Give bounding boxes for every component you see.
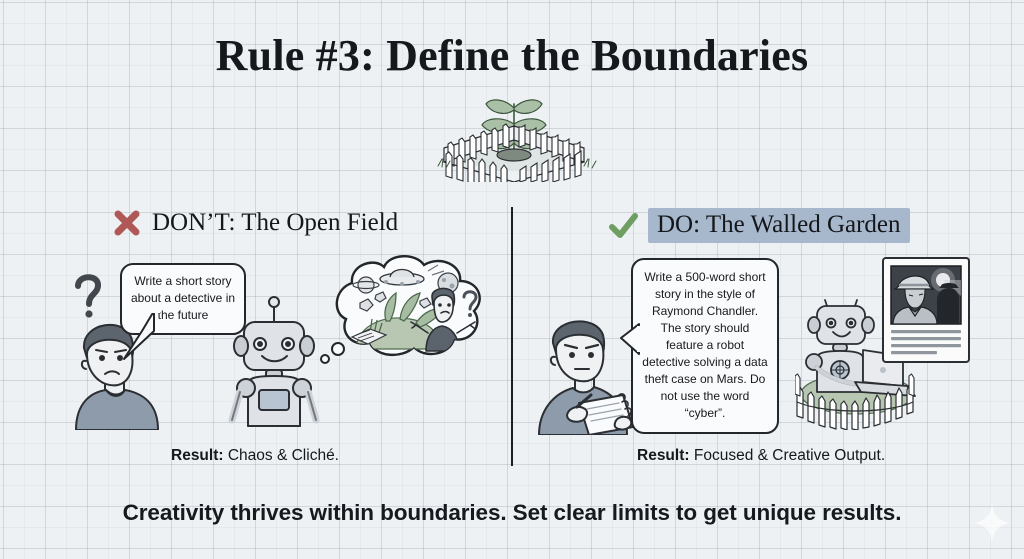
left-result: Result: Chaos & Cliché.: [171, 447, 339, 465]
sparkle-watermark-icon: [972, 502, 1012, 544]
right-bubble-tail: [620, 323, 641, 355]
chaos-thought-cloud-illustration: [316, 249, 496, 371]
dont-section-header: DON’T: The Open Field: [112, 208, 398, 238]
robot-with-laptop-illustration: [794, 298, 917, 431]
fenced-garden-illustration: [424, 82, 604, 185]
robot-illustration: [214, 292, 338, 430]
question-mark-icon: [75, 274, 101, 318]
confused-person-illustration: [60, 262, 178, 431]
left-prompt-bubble: Write a short story about a detective in…: [120, 263, 246, 360]
section-divider: [511, 207, 513, 466]
do-heading-text: DO: The Walled Garden: [648, 208, 910, 243]
right-prompt-bubble: Write a 500-word short story in the styl…: [620, 258, 779, 435]
noir-detective-output-card: [879, 256, 979, 374]
footer-caption: Creativity thrives within boundaries. Se…: [122, 500, 902, 525]
focused-person-illustration: [531, 309, 647, 436]
left-prompt-text: Write a short story about a detective in…: [130, 274, 236, 323]
right-result-label: Result:: [637, 447, 690, 464]
right-prompt-text: Write a 500-word short story in the styl…: [642, 270, 768, 421]
check-mark-icon: [608, 211, 638, 241]
right-result-value: Focused & Creative Output.: [693, 447, 886, 464]
right-result: Result: Focused & Creative Output.: [637, 447, 885, 465]
page-title: Rule #3: Define the Boundaries: [215, 31, 809, 80]
cross-mark-icon: [112, 208, 142, 238]
do-section-header: DO: The Walled Garden: [608, 208, 910, 243]
left-result-label: Result:: [171, 447, 224, 464]
left-bubble-tail: [123, 309, 160, 360]
left-result-value: Chaos & Cliché.: [227, 447, 339, 464]
dont-heading-text: DON’T: The Open Field: [152, 209, 399, 236]
